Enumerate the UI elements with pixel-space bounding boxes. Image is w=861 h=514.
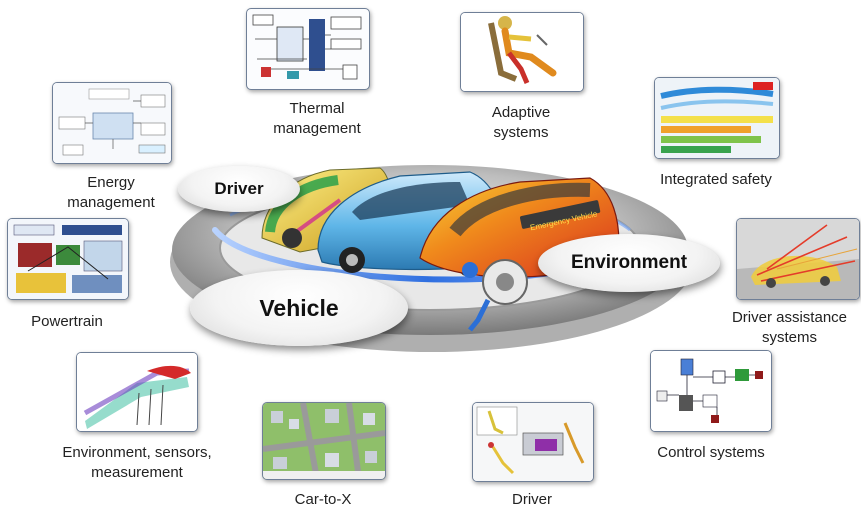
integrated-safety-thumbnail — [654, 77, 780, 159]
environment-sensors-caption: Environment, sensors, measurement — [62, 444, 212, 481]
environment-ellipse: Environment — [538, 234, 720, 292]
thermal-management-thumbnail — [246, 8, 370, 90]
thermal-management-caption: Thermal management — [273, 100, 361, 137]
driver-assistance-thumbnail — [736, 218, 860, 300]
control-systems-caption: Control systems — [657, 444, 765, 461]
vehicle-ellipse: Vehicle — [190, 270, 408, 346]
adaptive-systems-thumbnail — [460, 12, 584, 92]
car-to-x-thumbnail — [262, 402, 386, 480]
powertrain-thumbnail — [7, 218, 129, 300]
environment-hub-label: Environment — [570, 252, 688, 273]
emergency-banner — [519, 200, 601, 229]
environment-sensors-thumbnail — [76, 352, 198, 432]
integrated-safety-caption: Integrated safety — [660, 171, 772, 188]
powertrain-caption: Powertrain — [31, 313, 103, 330]
driver-bottom-caption: Driver — [512, 491, 552, 508]
adaptive-systems-caption: Adaptive systems — [491, 104, 551, 141]
driver-hub-label: Driver — [214, 179, 264, 198]
driver-thumbnail — [472, 402, 594, 482]
vehicle-hub-label: Vehicle — [259, 294, 339, 321]
energy-management-thumbnail — [52, 82, 172, 164]
control-systems-thumbnail — [650, 350, 772, 432]
car-to-x-caption: Car-to-X — [294, 491, 352, 508]
driver-assistance-caption: Driver assistance systems — [731, 309, 848, 346]
energy-management-caption: Energy management — [67, 174, 155, 211]
driver-ellipse: Driver — [178, 166, 300, 212]
